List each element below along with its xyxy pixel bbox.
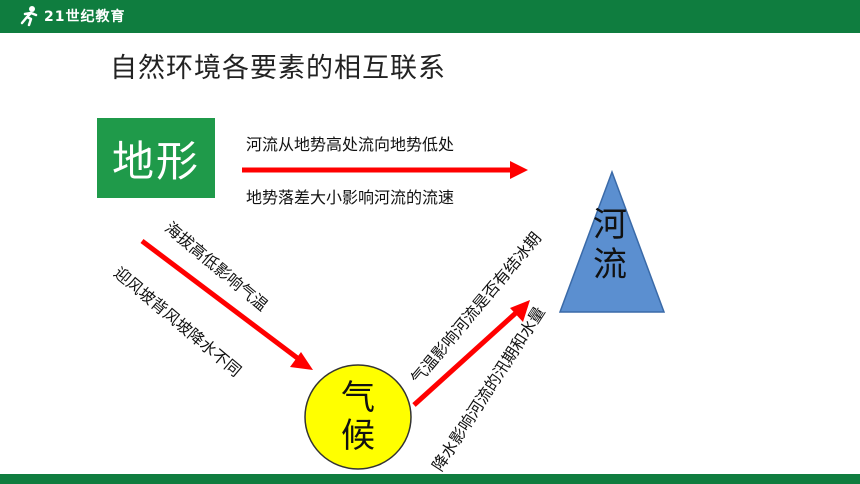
qihou-char-2: 候 xyxy=(341,416,375,456)
footer-bar xyxy=(0,474,860,484)
arrow-qihou-to-heliu xyxy=(412,300,530,407)
heliu-char-1: 河 xyxy=(593,205,627,245)
logo: 21世纪教育 xyxy=(18,4,125,28)
runner-icon xyxy=(20,6,38,27)
arrow-dixing-to-heliu xyxy=(242,161,528,179)
qihou-label: 气 候 xyxy=(304,364,412,470)
arrow-dixing-to-qihou xyxy=(140,239,313,370)
page-title: 自然环境各要素的相互联系 xyxy=(110,53,446,84)
header-bar xyxy=(0,0,860,33)
qihou-circle xyxy=(304,364,412,470)
dixing-box: 地形 xyxy=(97,118,215,198)
heliu-char-2: 流 xyxy=(593,245,627,285)
label-dixing-heliu-bottom: 地势落差大小影响河流的流速 xyxy=(246,188,455,207)
label-dixing-heliu-top: 河流从地势高处流向地势低处 xyxy=(246,135,455,154)
heliu-label: 河 流 xyxy=(575,205,645,285)
qihou-char-1: 气 xyxy=(341,378,375,418)
heliu-triangle xyxy=(558,169,666,313)
logo-text: 21世纪教育 xyxy=(44,9,126,25)
